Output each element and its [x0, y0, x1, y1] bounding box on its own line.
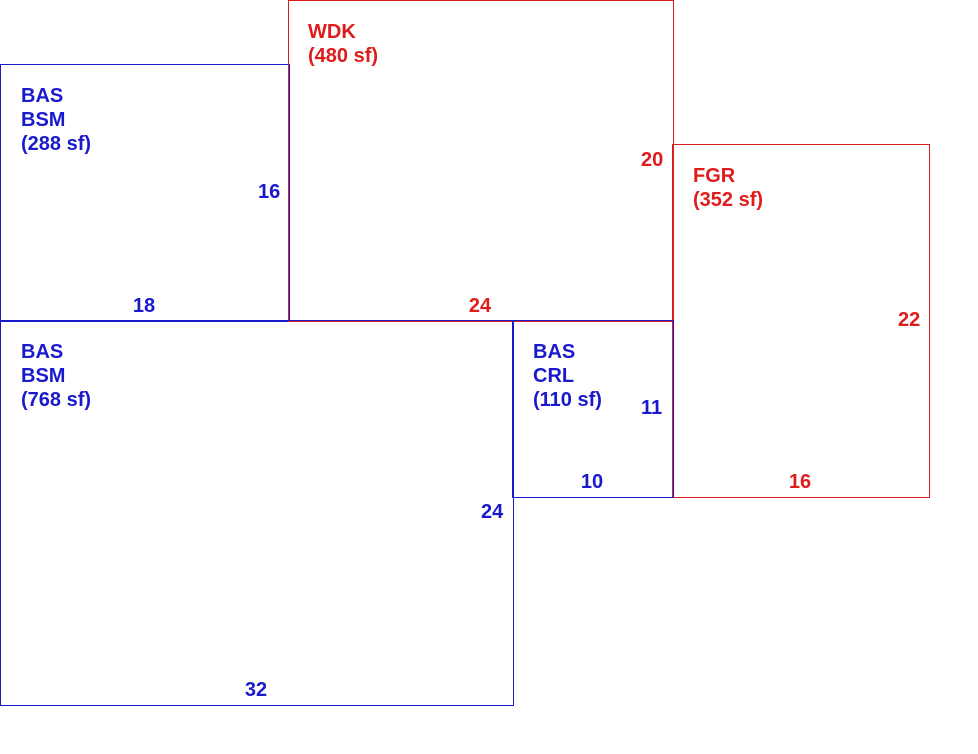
- dimension-depth-20: 20: [641, 149, 664, 171]
- room-bas-bsm-768[interactable]: [0, 320, 514, 706]
- room-label-wdk-480: WDK (480 sf): [308, 20, 378, 68]
- room-label-fgr-352: FGR (352 sf): [693, 164, 763, 212]
- area-code: BAS: [21, 85, 64, 107]
- dimension-width-16: 16: [788, 471, 812, 493]
- dimension-width-32: 32: [244, 679, 268, 701]
- room-label-bas-crl-110: BAS CRL (110 sf): [533, 340, 602, 412]
- area-code: FGR: [693, 165, 736, 187]
- dimension-width-24-wdk: 24: [468, 295, 492, 317]
- dimension-width-18: 18: [132, 295, 156, 317]
- area-size: (768 sf): [21, 389, 92, 411]
- area-code: CRL: [533, 365, 575, 387]
- dimension-depth-16: 16: [258, 181, 281, 203]
- area-code: BSM: [21, 365, 66, 387]
- room-label-bas-bsm-768: BAS BSM (768 sf): [21, 340, 91, 412]
- area-size: (110 sf): [533, 389, 602, 411]
- dimension-width-10: 10: [580, 471, 604, 493]
- room-bas-crl-110[interactable]: [512, 320, 674, 498]
- dimension-depth-22: 22: [898, 309, 921, 331]
- room-fgr-352[interactable]: [672, 144, 930, 498]
- area-code: WDK: [308, 21, 356, 43]
- area-code: BAS: [533, 341, 576, 363]
- dimension-depth-11: 11: [641, 397, 663, 419]
- room-bas-bsm-288[interactable]: [0, 64, 290, 322]
- area-size: (352 sf): [693, 189, 764, 211]
- area-code: BAS: [21, 341, 64, 363]
- area-code: BSM: [21, 109, 66, 131]
- area-size: (480 sf): [308, 45, 379, 67]
- room-wdk-480[interactable]: [288, 0, 674, 322]
- dimension-depth-24-bsm: 24: [481, 501, 504, 523]
- room-label-bas-bsm-288: BAS BSM (288 sf): [21, 84, 91, 156]
- area-size: (288 sf): [21, 133, 92, 155]
